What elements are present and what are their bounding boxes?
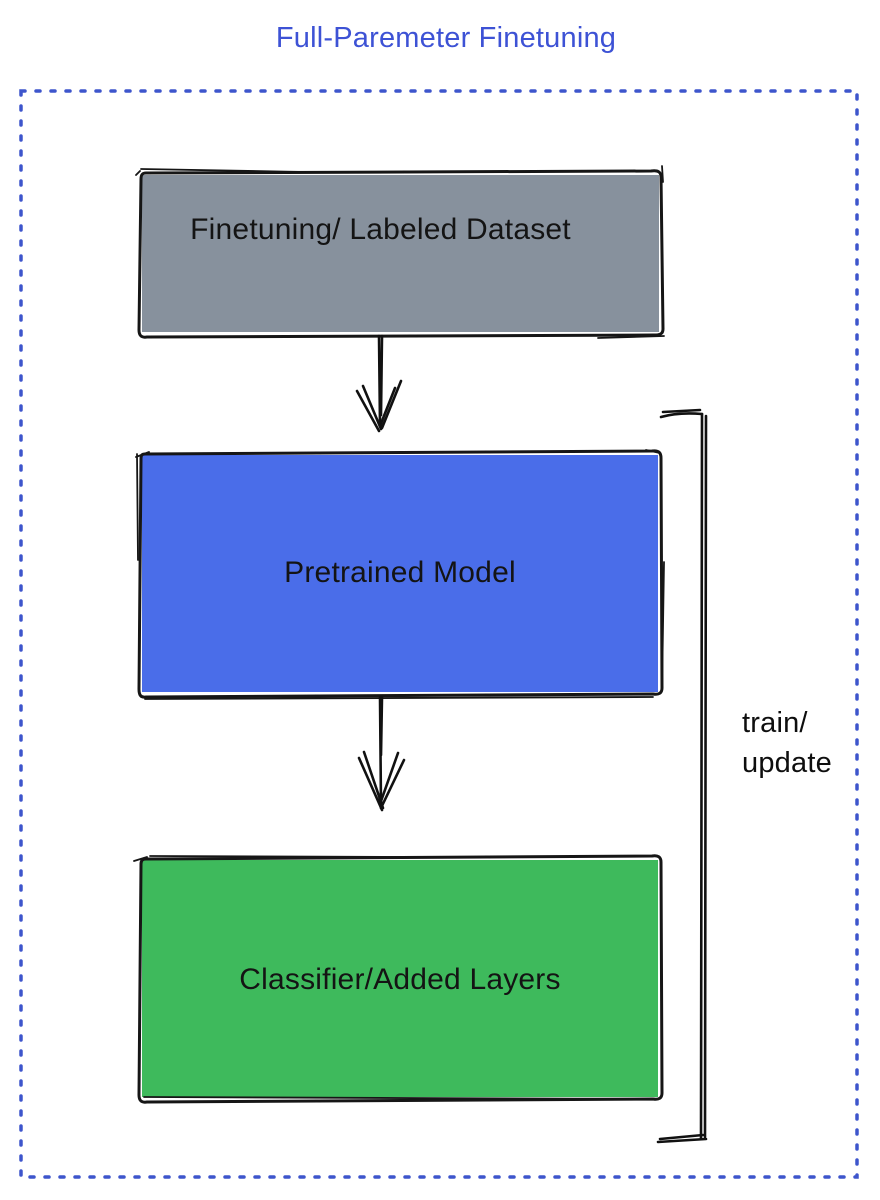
arrow-pretrained-to-classifier (357, 695, 406, 812)
pretrained-box-sketch-accents (135, 449, 665, 700)
pretrained-box-fill (142, 455, 658, 692)
dataset-box-sketch-accents (135, 165, 665, 339)
classifier-box-sketch-accents (133, 855, 653, 1100)
dashed-border (19, 89, 859, 1179)
dataset-box-outline (137, 169, 665, 339)
train-update-line1: train/ (742, 707, 808, 739)
pretrained-box (135, 449, 665, 700)
dataset-box-label: Finetuning/ Labeled Dataset (190, 213, 571, 246)
diagram-title: Full-Paremeter Finetuning (275, 22, 617, 54)
train-update-bracket (656, 408, 708, 1144)
train-update-line2: update (742, 747, 832, 779)
train-update-label: train/ update (742, 703, 832, 783)
classifier-box-label: Classifier/Added Layers (239, 963, 561, 996)
arrow-dataset-to-pretrained (355, 334, 403, 433)
dataset-box (135, 165, 665, 339)
classifier-box (133, 854, 664, 1104)
pretrained-box-label: Pretrained Model (284, 556, 516, 589)
classifier-box-outline (137, 854, 664, 1104)
dataset-box-fill (142, 175, 659, 332)
classifier-box-fill (142, 860, 658, 1097)
